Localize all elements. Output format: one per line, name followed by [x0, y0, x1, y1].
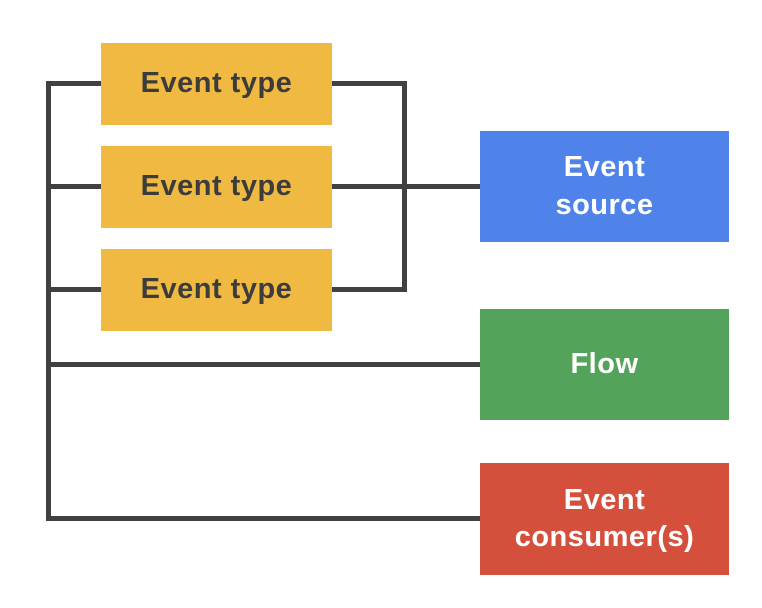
connector-type3-right-stub — [332, 287, 407, 292]
connector-bus-to-flow — [46, 362, 480, 367]
node-event-type-1: Event type — [101, 43, 332, 125]
connector-type1-right-stub — [332, 81, 407, 86]
connector-left-bus — [46, 81, 51, 521]
connector-type3-left-stub — [46, 287, 103, 292]
node-event-type-2: Event type — [101, 146, 332, 228]
connector-type1-left-stub — [46, 81, 103, 86]
connector-type2-left-stub — [46, 184, 103, 189]
connector-bus-to-consumers — [46, 516, 480, 521]
connector-type2-to-source — [332, 184, 480, 189]
node-event-type-3: Event type — [101, 249, 332, 331]
node-event-source: Event source — [480, 131, 729, 242]
node-flow: Flow — [480, 309, 729, 420]
node-event-consumers: Event consumer(s) — [480, 463, 729, 575]
